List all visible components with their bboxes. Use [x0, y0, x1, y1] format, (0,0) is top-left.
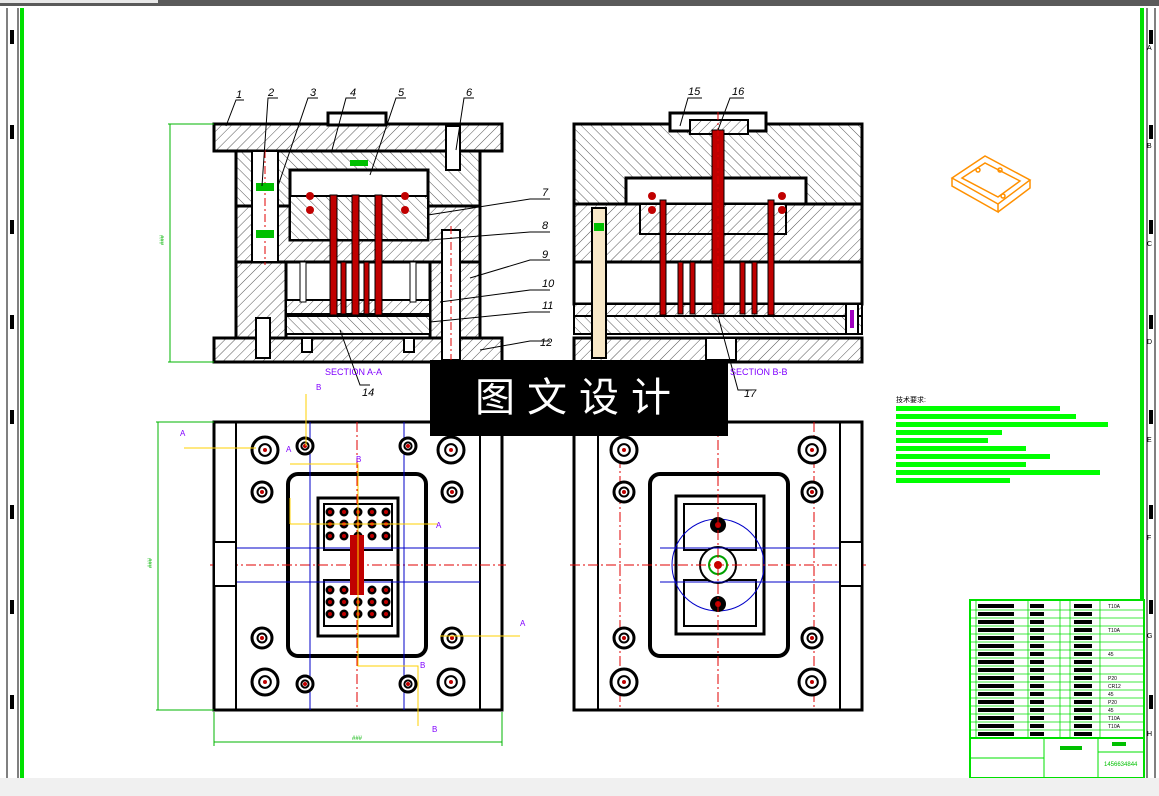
zone-letters: A B C D E F G H	[1147, 45, 1152, 738]
section-bb-leaders	[679, 97, 752, 391]
plan-dimensions	[156, 421, 503, 746]
bom-material: 45	[1108, 708, 1114, 714]
part-number-label: 8	[542, 220, 549, 232]
zone-letter: B	[1147, 143, 1152, 150]
part-number-label: 1	[236, 89, 242, 101]
section-cut-letter: A	[436, 521, 442, 530]
part-number-label: 6	[466, 87, 473, 99]
section-cut-letter: B	[420, 661, 425, 670]
drawing-code: 1456634844	[1104, 762, 1138, 768]
section-cut-letter: A	[520, 619, 526, 628]
zone-ticks-right	[1149, 30, 1153, 709]
part-number-label: 10	[542, 278, 555, 290]
part-number-label: 11	[542, 300, 553, 312]
guide-bores-left	[250, 435, 466, 697]
section-aa-dimensions	[168, 123, 214, 363]
section-bb-title: SECTION B-B	[730, 367, 788, 377]
part-number-label: 17	[744, 388, 757, 400]
sheet-frame	[6, 8, 1156, 778]
zone-letter: A	[1147, 45, 1152, 52]
zone-letter: F	[1147, 535, 1151, 542]
section-cut-letter: B	[432, 725, 437, 734]
part-number-label: 4	[350, 87, 356, 99]
section-cut-letter: B	[356, 455, 361, 464]
section-cut-letters: A B A B A B A B	[180, 383, 526, 734]
cad-drawing[interactable]: A B C D E F G H	[0, 6, 1159, 779]
file-tab[interactable]	[0, 0, 158, 3]
bom-material: CR12	[1108, 684, 1121, 690]
section-cut-letter: A	[286, 445, 292, 454]
technical-notes	[896, 406, 1108, 483]
width-dim-text: ###	[352, 736, 363, 742]
bom-material: T10A	[1108, 604, 1121, 610]
part-number-label: 14	[362, 387, 374, 399]
part-number-label: 2	[267, 87, 274, 99]
bom-material: T10A	[1108, 716, 1121, 722]
section-cut-letter: A	[180, 429, 186, 438]
section-aa-view	[212, 111, 504, 364]
zone-letter: E	[1147, 437, 1152, 444]
part-isometric	[950, 155, 1032, 214]
section-bb-view	[572, 111, 864, 364]
section-aa-title: SECTION A-A	[325, 367, 382, 377]
part-number-label: 9	[542, 249, 548, 261]
part-number-label: 7	[542, 187, 549, 199]
zone-letter: H	[1147, 731, 1152, 738]
guide-bores-right	[609, 435, 827, 697]
status-bar	[0, 778, 1159, 796]
bom-material: P20	[1108, 700, 1117, 706]
part-number-label: 15	[688, 86, 701, 98]
zone-letter: D	[1147, 339, 1152, 346]
section-bb-part-numbers: 15 16 17	[688, 86, 757, 400]
title-bar	[0, 0, 1159, 6]
zone-letter: G	[1147, 633, 1152, 640]
plan-view-right	[570, 420, 866, 712]
section-cut-letter: B	[316, 383, 321, 392]
section-aa-leaders	[225, 97, 550, 386]
bom-material: T10A	[1108, 628, 1121, 634]
notes-heading: 技术要求:	[896, 395, 926, 404]
zone-ticks-left	[10, 30, 14, 709]
bom-material: 45	[1108, 692, 1114, 698]
plan-height-dim-text: ###	[148, 557, 154, 568]
zone-letter: C	[1147, 241, 1152, 248]
part-number-label: 16	[732, 86, 745, 98]
watermark-text: 图文设计	[475, 375, 683, 421]
watermark-banner: 图文设计	[430, 360, 728, 436]
part-number-label: 5	[398, 87, 405, 99]
part-number-label: 3	[310, 87, 317, 99]
bom-material: T10A	[1108, 724, 1121, 730]
bom-material: 45	[1108, 652, 1114, 658]
section-cut-lines	[184, 394, 520, 726]
height-dim-text: ###	[160, 234, 166, 245]
bom-material: P20	[1108, 676, 1117, 682]
part-number-label: 12	[540, 337, 552, 349]
